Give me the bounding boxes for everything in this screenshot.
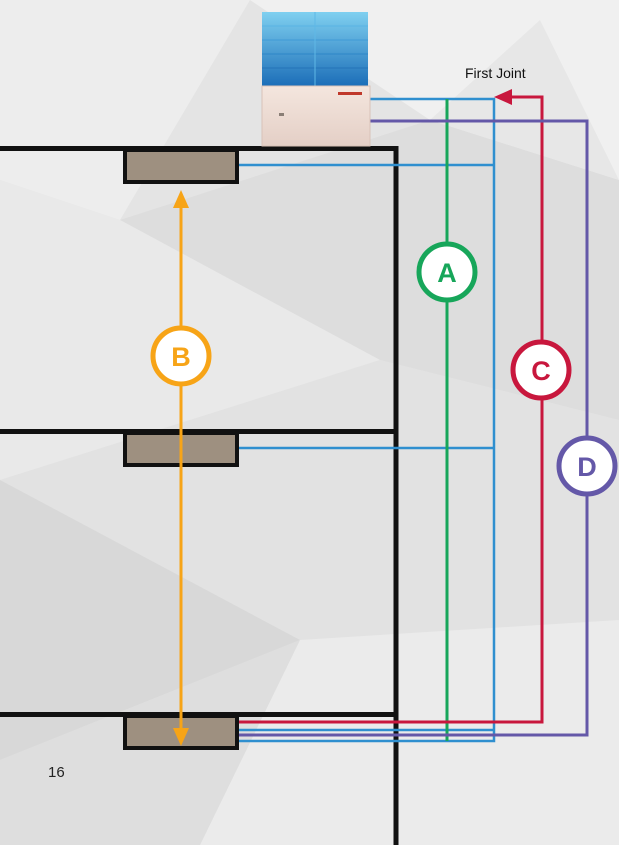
arrow-b-down [173, 728, 189, 746]
marker-c-label: C [531, 356, 551, 386]
line-c [237, 89, 544, 724]
marker-d: D [556, 435, 618, 497]
outdoor-unit [261, 12, 371, 147]
line-b [173, 190, 189, 746]
marker-b: B [150, 325, 212, 387]
outdoor-unit-logo [338, 92, 362, 95]
arrow-b-up [173, 190, 189, 208]
marker-d-label: D [577, 452, 597, 482]
marker-c: C [510, 339, 572, 401]
marker-b-label: B [171, 342, 191, 372]
marker-a: A [416, 241, 478, 303]
first-joint-label: First Joint [465, 65, 526, 81]
main-pipe [237, 97, 496, 743]
line-d [237, 119, 589, 737]
indoor-unit-top [123, 148, 239, 184]
outdoor-unit-vent [279, 113, 284, 116]
indoor-units [123, 148, 239, 750]
page-number: 16 [48, 764, 65, 781]
marker-a-label: A [437, 258, 457, 288]
first-joint-arrow [494, 89, 512, 105]
refrigerant-pipes [237, 97, 496, 743]
